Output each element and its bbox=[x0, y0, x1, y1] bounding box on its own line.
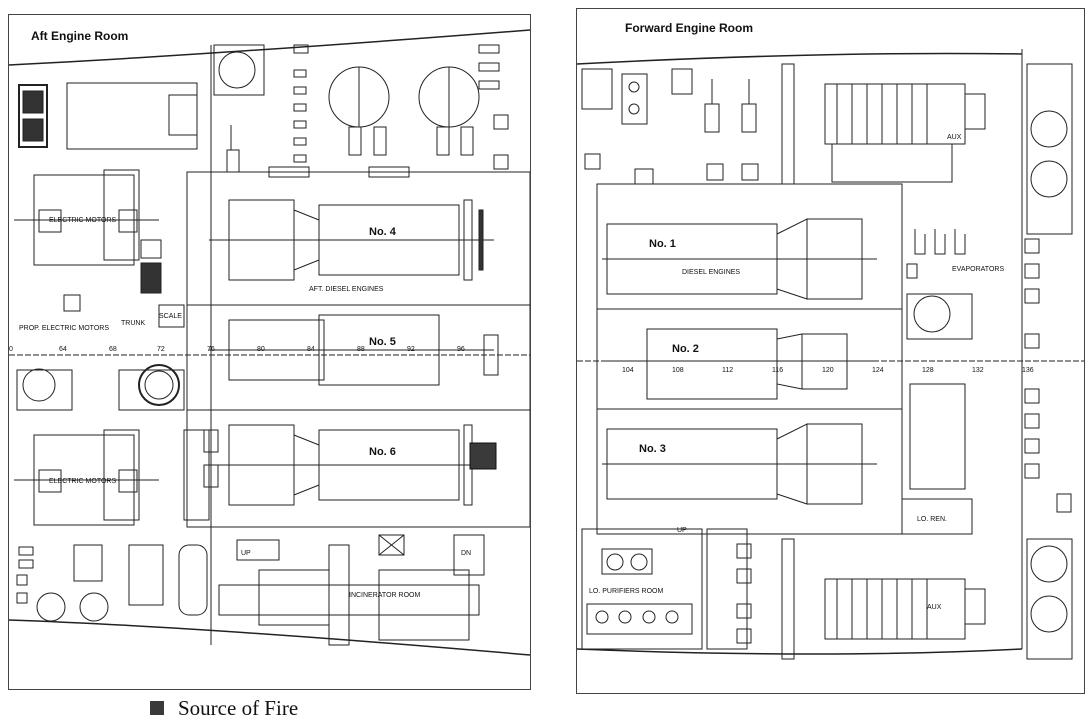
fwd-lo-purifiers-room-label: LO. PURIFIERS ROOM bbox=[589, 588, 663, 595]
engine-no-3-label: No. 3 bbox=[639, 443, 666, 455]
aft-frame-80: 80 bbox=[257, 346, 265, 353]
aft-frame-84: 84 bbox=[307, 346, 315, 353]
aft-electric-motors-top-label: ELECTRIC MOTORS bbox=[49, 217, 116, 224]
fwd-lo-ren-label: LO. REN. bbox=[917, 516, 947, 523]
aft-frame-76: 76 bbox=[207, 346, 215, 353]
fwd-frame-132: 132 bbox=[972, 367, 984, 374]
aft-prop-electric-motors-label: PROP. ELECTRIC MOTORS bbox=[19, 325, 109, 332]
fwd-frame-112: 112 bbox=[722, 367, 733, 374]
fwd-frame-120: 120 bbox=[822, 367, 834, 374]
aft-trunk-label: TRUNK bbox=[121, 320, 145, 327]
aft-frame-88: 88 bbox=[357, 346, 365, 353]
aft-frame-68: 68 bbox=[109, 346, 117, 353]
fwd-up-label: UP bbox=[677, 527, 687, 534]
fwd-aux-top-label: AUX bbox=[947, 134, 962, 141]
fwd-frame-124: 124 bbox=[872, 367, 884, 374]
engine-no-1-label: No. 1 bbox=[649, 238, 676, 250]
fwd-aux-label: AUX bbox=[927, 604, 942, 611]
fwd-frame-116: 116 bbox=[772, 367, 783, 374]
engine-no-4-label: No. 4 bbox=[369, 226, 397, 238]
source-of-fire-marker bbox=[469, 442, 497, 470]
forward-engine-room-title: Forward Engine Room bbox=[625, 21, 754, 35]
fwd-evaporators-label: EVAPORATORS bbox=[952, 266, 1004, 273]
aft-incinerator-room-label: INCINERATOR ROOM bbox=[349, 592, 420, 599]
aft-engine-room-panel: Aft Engine Room bbox=[8, 14, 531, 690]
fwd-frame-136: 136 bbox=[1022, 367, 1034, 374]
fwd-frame-128: 128 bbox=[922, 367, 934, 374]
legend-fire-swatch bbox=[150, 701, 164, 715]
aft-frame-92: 92 bbox=[407, 346, 415, 353]
engine-no-5-label: No. 5 bbox=[369, 336, 396, 348]
legend: Source of Fire bbox=[150, 696, 298, 720]
aft-frame-96: 96 bbox=[457, 346, 465, 353]
aft-engine-room-diagram: 0 64 68 72 76 80 84 88 92 96 ELECTRIC MO… bbox=[9, 29, 530, 656]
aft-dn-label: DN bbox=[461, 550, 471, 557]
aft-frame-72: 72 bbox=[157, 346, 165, 353]
forward-engine-room-diagram: 104 108 112 116 120 124 128 132 136 No. … bbox=[577, 49, 1084, 660]
aft-frame-64: 64 bbox=[59, 346, 67, 353]
aft-engine-room-title: Aft Engine Room bbox=[31, 29, 129, 43]
aft-up-label: UP bbox=[241, 550, 251, 557]
fwd-frame-108: 108 bbox=[672, 367, 684, 374]
aft-electric-motors-bottom-label: ELECTRIC MOTORS bbox=[49, 478, 116, 485]
engine-no-6-label: No. 6 bbox=[369, 446, 396, 458]
engine-no-2-label: No. 2 bbox=[672, 343, 699, 355]
legend-fire-label: Source of Fire bbox=[178, 695, 299, 720]
fwd-frame-104: 104 bbox=[622, 367, 634, 374]
aft-frame-left: 0 bbox=[9, 346, 13, 353]
aft-diesel-engines-label: AFT. DIESEL ENGINES bbox=[309, 286, 384, 293]
fwd-diesel-engines-label: DIESEL ENGINES bbox=[682, 269, 740, 276]
forward-engine-room-panel: Forward Engine Room bbox=[576, 8, 1085, 694]
aft-scale-label: SCALE bbox=[159, 313, 182, 320]
